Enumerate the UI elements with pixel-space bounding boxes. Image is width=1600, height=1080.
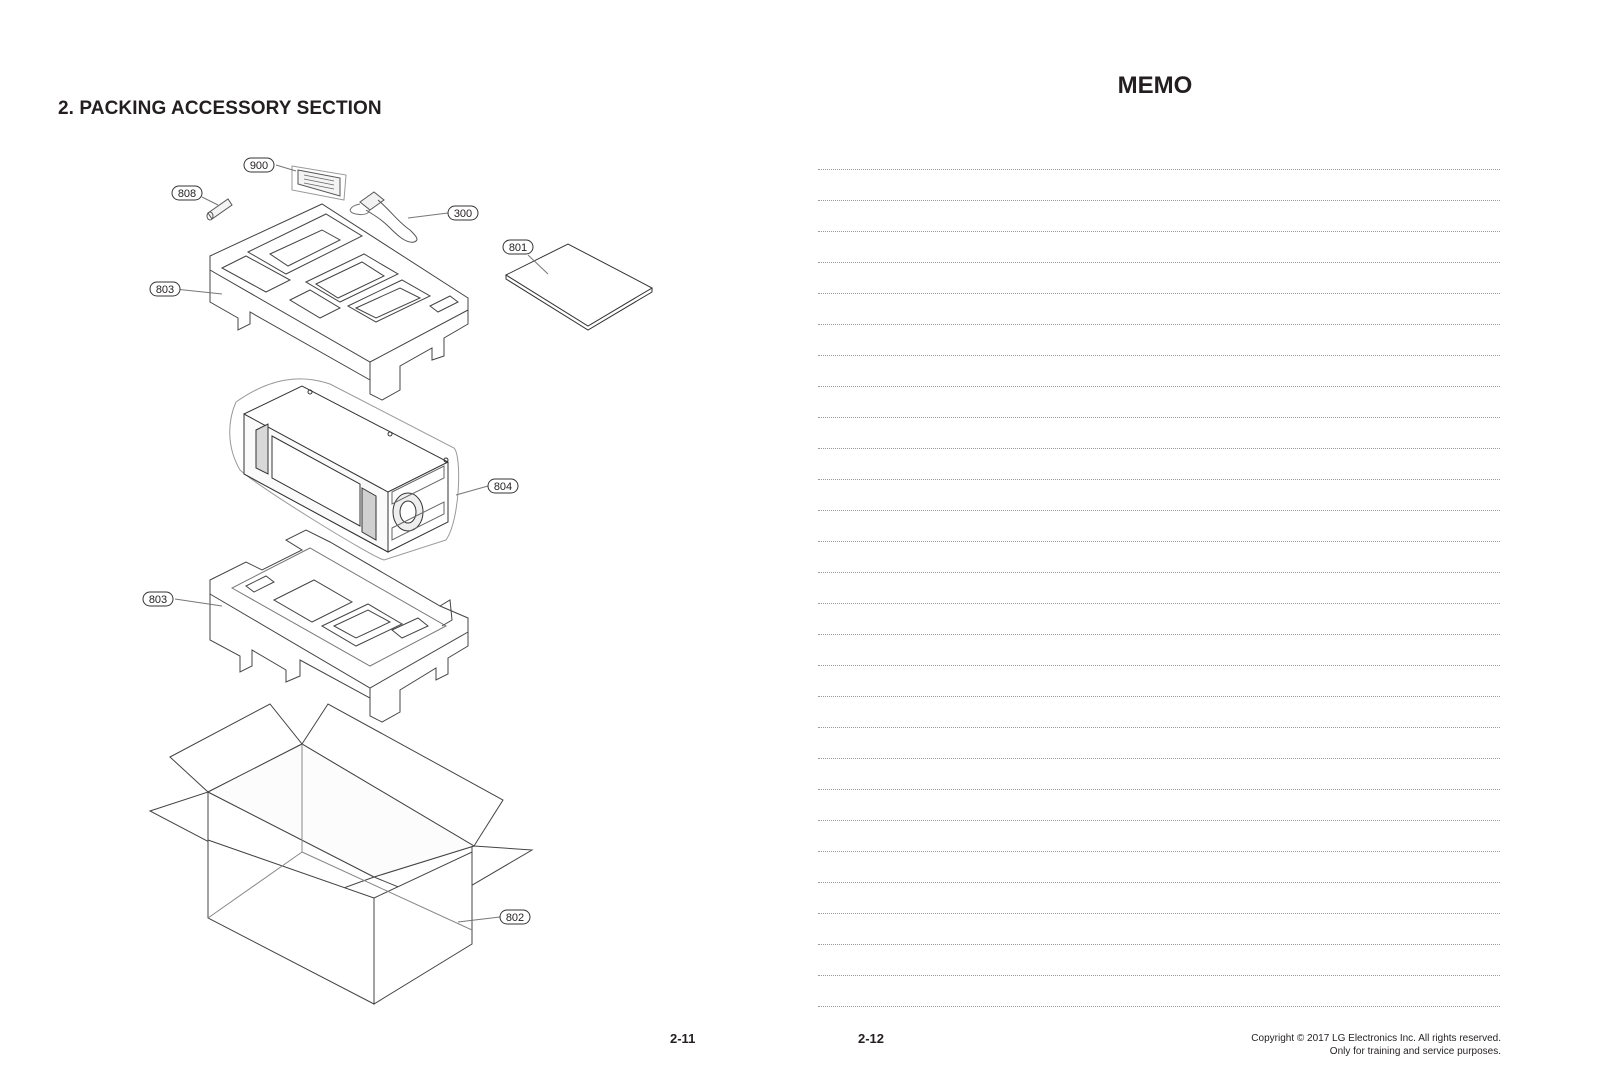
memo-line: [818, 821, 1500, 852]
power-cord-drawing: [349, 191, 418, 243]
memo-line: [818, 697, 1500, 728]
copyright-line-2: Only for training and service purposes.: [1329, 1046, 1501, 1057]
callout-804: 804: [487, 478, 519, 494]
callout-300-label: 300: [454, 208, 472, 220]
memo-line: [818, 169, 1500, 170]
packing-exploded-diagram: 900 808 300 801: [142, 157, 654, 1005]
callout-900: 900: [243, 157, 275, 173]
memo-line: [818, 914, 1500, 945]
main-unit-drawing: [229, 378, 460, 561]
memo-line: [818, 449, 1500, 480]
callout-803-bottom: 803: [142, 591, 174, 607]
memo-ruled-lines: [818, 169, 1500, 1007]
carton-box-drawing: [148, 703, 534, 1005]
memo-line: [818, 325, 1500, 356]
memo-line: [818, 604, 1500, 635]
memo-line: [818, 201, 1500, 232]
memo-line: [818, 790, 1500, 821]
callout-803-top-label: 803: [156, 284, 174, 296]
memo-line: [818, 387, 1500, 418]
callout-804-label: 804: [494, 481, 512, 493]
callout-803-top: 803: [149, 281, 181, 297]
memo-line: [818, 418, 1500, 449]
top-foam-drawing: [209, 203, 469, 401]
callout-801: 801: [502, 239, 534, 255]
callout-808: 808: [171, 185, 203, 201]
copyright-notice: Copyright © 2017 LG Electronics Inc. All…: [1251, 1032, 1501, 1058]
memo-line: [818, 232, 1500, 263]
page-number-right: 2-12: [858, 1031, 885, 1046]
memo-line: [818, 542, 1500, 573]
memo-line: [818, 728, 1500, 759]
section-title: 2. PACKING ACCESSORY SECTION: [58, 98, 382, 119]
memo-line: [818, 263, 1500, 294]
memo-line: [818, 294, 1500, 325]
memo-line: [818, 759, 1500, 790]
memo-line: [818, 852, 1500, 883]
memo-line: [818, 356, 1500, 387]
callout-900-label: 900: [250, 160, 268, 172]
memo-line: [818, 883, 1500, 914]
callout-802-label: 802: [506, 912, 524, 924]
memo-line: [818, 635, 1500, 666]
memo-line: [818, 480, 1500, 511]
copyright-line-1: Copyright © 2017 LG Electronics Inc. All…: [1251, 1033, 1501, 1044]
memo-line: [818, 170, 1500, 201]
memo-line: [818, 573, 1500, 604]
memo-line: [818, 666, 1500, 697]
callout-300: 300: [447, 205, 479, 221]
page-number-left: 2-11: [670, 1031, 696, 1046]
bottom-foam-drawing: [209, 529, 469, 723]
callout-801-label: 801: [509, 242, 527, 254]
memo-line: [818, 976, 1500, 1007]
callout-803-bottom-label: 803: [149, 594, 167, 606]
callout-802: 802: [499, 909, 531, 925]
callout-808-label: 808: [178, 188, 196, 200]
memo-title: MEMO: [1117, 72, 1193, 99]
owners-manual-drawing: [504, 243, 654, 331]
remote-control-drawing: [291, 165, 347, 201]
memo-line: [818, 511, 1500, 542]
battery-drawing: [206, 198, 233, 221]
memo-line: [818, 945, 1500, 976]
